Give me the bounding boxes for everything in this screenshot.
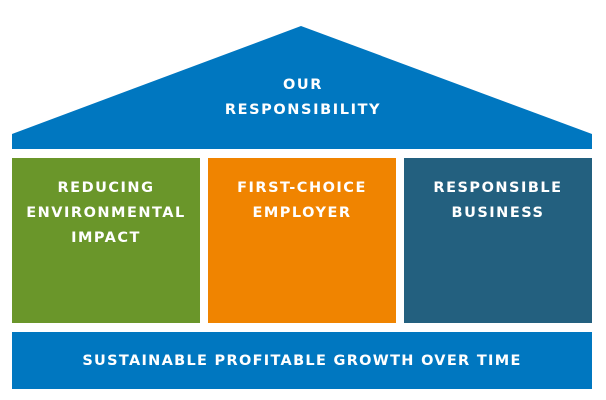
foundation-bar: SUSTAINABLE PROFITABLE GROWTH OVER TIME: [12, 332, 592, 389]
pillar-reducing-environmental-impact: REDUCING ENVIRONMENTAL IMPACT: [12, 158, 200, 323]
roof-label-line-1: OUR: [282, 77, 324, 93]
pillar-2-line-2: EMPLOYER: [252, 205, 352, 221]
pillar-3-line-1: RESPONSIBLE: [433, 180, 563, 196]
roof-label: OUR RESPONSIBILITY: [0, 73, 606, 123]
roof-shape: [12, 26, 592, 149]
pillar-responsible-business: RESPONSIBLE BUSINESS: [404, 158, 592, 323]
pillar-3-line-2: BUSINESS: [451, 205, 545, 221]
pillar-1-line-3: IMPACT: [71, 230, 141, 246]
pillar-1-line-2: ENVIRONMENTAL: [26, 205, 186, 221]
pillar-2-line-1: FIRST-CHOICE: [237, 180, 367, 196]
roof-polygon: [12, 26, 592, 149]
pillar-first-choice-employer: FIRST-CHOICE EMPLOYER: [208, 158, 396, 323]
roof-label-line-2: RESPONSIBILITY: [224, 102, 382, 118]
foundation-label: SUSTAINABLE PROFITABLE GROWTH OVER TIME: [82, 352, 522, 369]
pillar-1-line-1: REDUCING: [57, 180, 155, 196]
